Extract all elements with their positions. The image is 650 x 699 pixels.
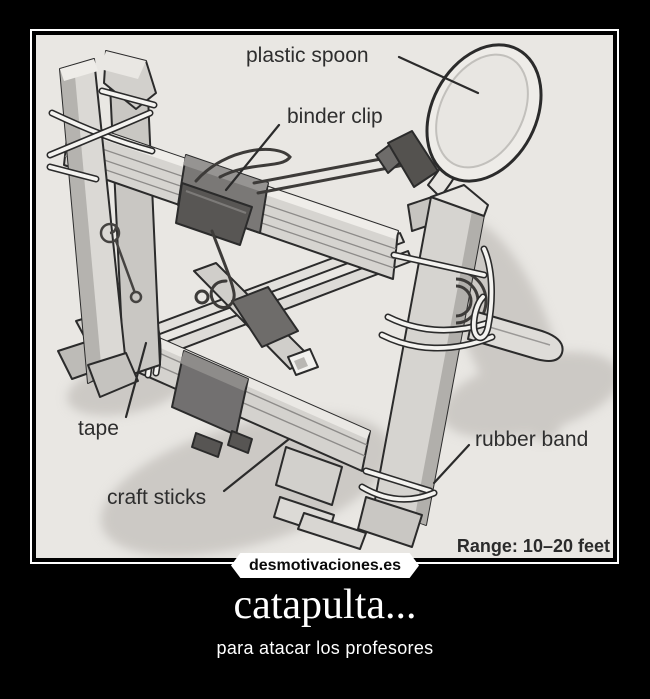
label-binder-clip: binder clip	[287, 105, 383, 128]
leader-lines	[124, 55, 480, 493]
binder-clip-hanging-wire	[209, 229, 236, 309]
binder-clip-shape	[175, 147, 406, 309]
meme-title: catapulta...	[233, 582, 417, 628]
watermark-badge: desmotivaciones.es	[230, 553, 420, 578]
label-craft-sticks: craft sticks	[107, 486, 206, 509]
right-clothespin	[297, 184, 564, 550]
range-note: Range: 10–20 feet	[457, 536, 610, 556]
stretched-band-to-spoon	[252, 153, 406, 195]
label-rubber-band: rubber band	[475, 428, 588, 451]
leader-binder-clip	[224, 123, 281, 192]
rubber-band-right-post	[358, 245, 496, 503]
leader-rubber-band	[432, 443, 471, 485]
left-front-clothespin	[46, 58, 158, 398]
catapult-diagram: plastic spoon binder clip tape craft sti…	[36, 35, 613, 558]
catapult-illustration: plastic spoon binder clip tape craft sti…	[46, 43, 613, 556]
rubber-band-left-posts	[46, 87, 158, 183]
binder-clip-handle-wire	[194, 147, 292, 183]
leader-plastic-spoon	[397, 55, 480, 95]
clothespin-spring-coil	[99, 222, 121, 244]
label-tape: tape	[78, 417, 119, 440]
photo-frame: plastic spoon binder clip tape craft sti…	[30, 29, 619, 564]
label-plastic-spoon: plastic spoon	[246, 44, 369, 67]
meme-subtitle: para atacar los profesores	[216, 638, 434, 658]
leader-tape	[124, 341, 148, 419]
leader-craft-sticks	[222, 437, 291, 493]
tape-on-diagonal-stick	[231, 286, 299, 348]
tape-patch	[171, 350, 253, 458]
plastic-spoon-shape	[375, 43, 543, 198]
